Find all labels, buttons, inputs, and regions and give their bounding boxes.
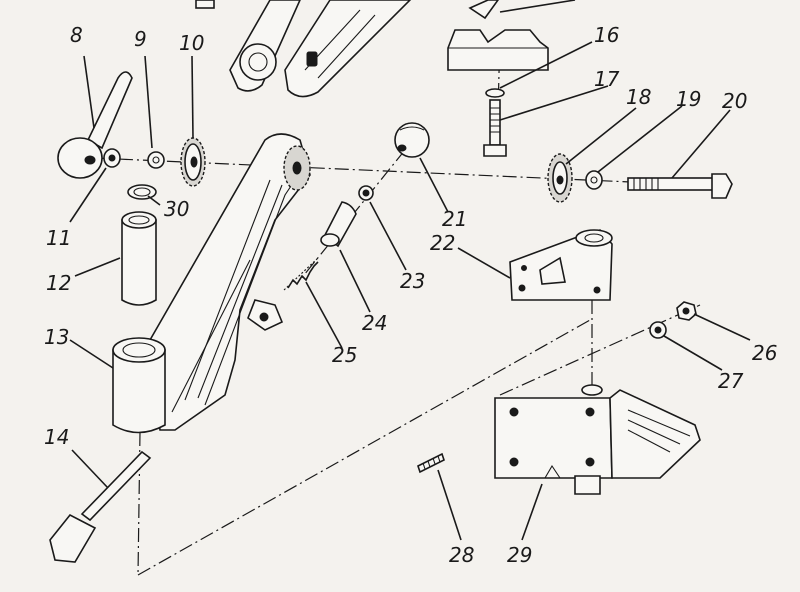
label-9: 9 bbox=[134, 27, 147, 51]
label-22: 22 bbox=[430, 231, 455, 255]
part-23-nut bbox=[358, 185, 374, 201]
part-30-ring bbox=[127, 184, 157, 200]
part-9-washer bbox=[147, 151, 165, 169]
label-14: 14 bbox=[44, 425, 69, 449]
leader-lines bbox=[69, 41, 751, 541]
label-23: 23 bbox=[400, 269, 425, 293]
part-27-washer bbox=[649, 321, 667, 339]
label-24: 24 bbox=[362, 311, 387, 335]
label-28: 28 bbox=[449, 543, 474, 567]
part-11-washer bbox=[103, 148, 121, 168]
part-19-washer bbox=[585, 170, 603, 190]
label-11: 11 bbox=[46, 226, 71, 250]
axis-line-bracket-22 bbox=[137, 319, 591, 576]
part-10-gear bbox=[180, 137, 206, 187]
label-8: 8 bbox=[70, 23, 83, 47]
axis-line-nut-26 bbox=[499, 304, 701, 396]
label-26: 26 bbox=[752, 341, 777, 365]
part-8-handle bbox=[57, 71, 133, 179]
label-17: 17 bbox=[594, 67, 620, 91]
part-28-set-screw bbox=[417, 452, 445, 474]
label-29: 29 bbox=[507, 543, 532, 567]
part-29-base-block bbox=[494, 384, 701, 495]
part-13-arm-housing bbox=[112, 133, 311, 434]
label-25: 25 bbox=[332, 343, 357, 367]
label-21: 21 bbox=[442, 207, 467, 231]
label-13: 13 bbox=[44, 325, 69, 349]
part-16-clamp-block bbox=[447, 0, 576, 71]
part-26-nut bbox=[676, 301, 697, 321]
part-21-ball bbox=[394, 122, 430, 158]
part-labels: 8 9 10 11 12 13 14 16 17 18 19 20 21 22 … bbox=[44, 23, 777, 567]
part-14-rod bbox=[49, 450, 152, 563]
label-30: 30 bbox=[164, 197, 189, 221]
part-17-bolt bbox=[483, 88, 507, 157]
label-10: 10 bbox=[179, 31, 204, 55]
part-18-gear bbox=[547, 153, 573, 203]
label-20: 20 bbox=[722, 89, 747, 113]
label-16: 16 bbox=[594, 23, 619, 47]
part-24-pin bbox=[320, 201, 357, 248]
label-27: 27 bbox=[718, 369, 744, 393]
label-19: 19 bbox=[676, 87, 701, 111]
part-25-spring bbox=[283, 257, 319, 291]
part-22-bracket bbox=[509, 229, 613, 301]
part-20-long-bolt bbox=[627, 173, 733, 199]
label-12: 12 bbox=[46, 271, 71, 295]
upper-link-arms bbox=[195, 0, 412, 98]
label-18: 18 bbox=[626, 85, 651, 109]
part-12-sleeve bbox=[121, 211, 157, 306]
